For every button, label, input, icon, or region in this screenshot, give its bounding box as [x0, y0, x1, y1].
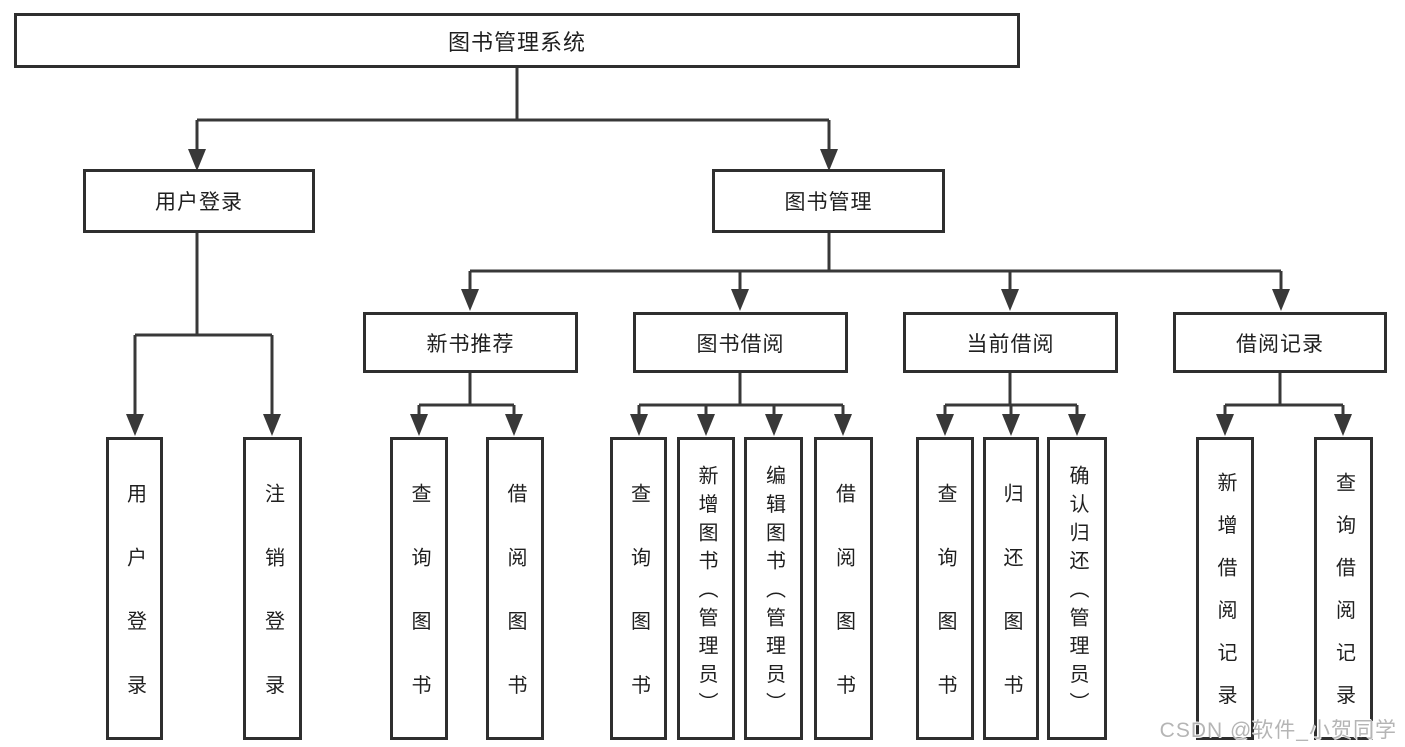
node-label: 查询图书 [934, 482, 956, 738]
node-label: 图书管理 [784, 191, 873, 214]
leaf-br-query-borrow-record: 查询借阅记录 [1314, 437, 1373, 740]
node-label: 当前借阅 [966, 332, 1055, 356]
node-label: 新书推荐 [426, 332, 515, 356]
leaf-nbr-query-books: 查询图书 [390, 437, 448, 740]
node-user-login: 用户登录 [83, 169, 315, 233]
node-label: 借阅记录 [1236, 332, 1324, 356]
leaf-bb-borrow-books: 借阅图书 [814, 437, 873, 740]
leaf-bb-query-books: 查询图书 [610, 437, 667, 740]
leaf-cb-query-books: 查询图书 [916, 437, 974, 740]
node-label: 新增图书（管理员） [695, 465, 717, 721]
arrowheads [126, 149, 1352, 436]
node-label: 编辑图书（管理员） [762, 465, 785, 721]
leaf-user-login: 用户登录 [106, 437, 163, 740]
leaf-logout: 注销登录 [243, 437, 302, 740]
node-label: 图书管理系统 [447, 29, 586, 55]
node-new-book-recommendation: 新书推荐 [363, 312, 578, 373]
node-label: 确认归还（管理员） [1066, 465, 1088, 721]
node-book-management: 图书管理 [712, 169, 945, 233]
watermark: CSDN @软件_小贺同学 [1159, 719, 1397, 742]
node-label: 查询借阅记录 [1332, 472, 1355, 728]
node-borrowing-records: 借阅记录 [1173, 312, 1387, 373]
node-book-borrowing: 图书借阅 [633, 312, 848, 373]
node-label: 借阅图书 [504, 482, 526, 738]
connector-shafts [133, 68, 1345, 417]
node-label: 归还图书 [1000, 482, 1022, 738]
leaf-nbr-borrow-books: 借阅图书 [486, 437, 544, 740]
node-library-management-system: 图书管理系统 [14, 13, 1020, 68]
node-current-borrowing: 当前借阅 [903, 312, 1118, 373]
leaf-cb-confirm-return-admin: 确认归还（管理员） [1047, 437, 1107, 740]
node-label: 新增借阅记录 [1214, 472, 1236, 728]
node-label: 用户登录 [123, 482, 146, 738]
node-label: 借阅图书 [832, 482, 855, 738]
node-label: 用户登录 [155, 191, 243, 214]
node-label: 查询图书 [408, 482, 430, 738]
node-label: 注销登录 [261, 482, 284, 738]
node-label: 查询图书 [627, 482, 650, 738]
leaf-bb-edit-books-admin: 编辑图书（管理员） [744, 437, 803, 740]
node-label: 图书借阅 [696, 332, 785, 356]
leaf-bb-add-books-admin: 新增图书（管理员） [677, 437, 735, 740]
leaf-br-add-borrow-record: 新增借阅记录 [1196, 437, 1254, 740]
leaf-cb-return-books: 归还图书 [983, 437, 1039, 740]
